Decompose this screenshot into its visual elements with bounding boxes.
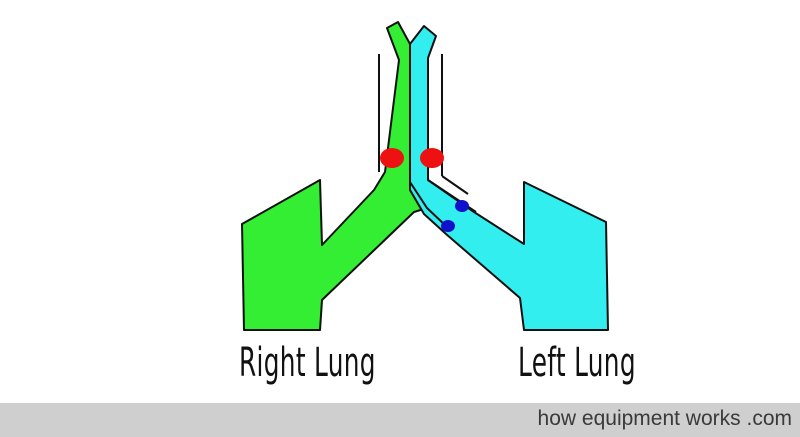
site-credit: how equipment works .com bbox=[537, 407, 792, 430]
right-lung-shape bbox=[241, 21, 428, 331]
tracheal-cuff-left bbox=[420, 148, 444, 168]
right-lung-label: Right Lung bbox=[239, 340, 376, 386]
left-lung-shape bbox=[409, 25, 609, 331]
left-bronchus-wall bbox=[441, 175, 469, 195]
bronchial-lumen-wall bbox=[409, 181, 447, 227]
bronchial-cuff-upper bbox=[455, 200, 469, 212]
footer-bar: how equipment works .com bbox=[0, 403, 800, 437]
tracheal-cuff-right bbox=[380, 148, 404, 168]
left-lung-label: Left Lung bbox=[518, 340, 636, 386]
bronchial-cuff-lower bbox=[441, 220, 455, 232]
